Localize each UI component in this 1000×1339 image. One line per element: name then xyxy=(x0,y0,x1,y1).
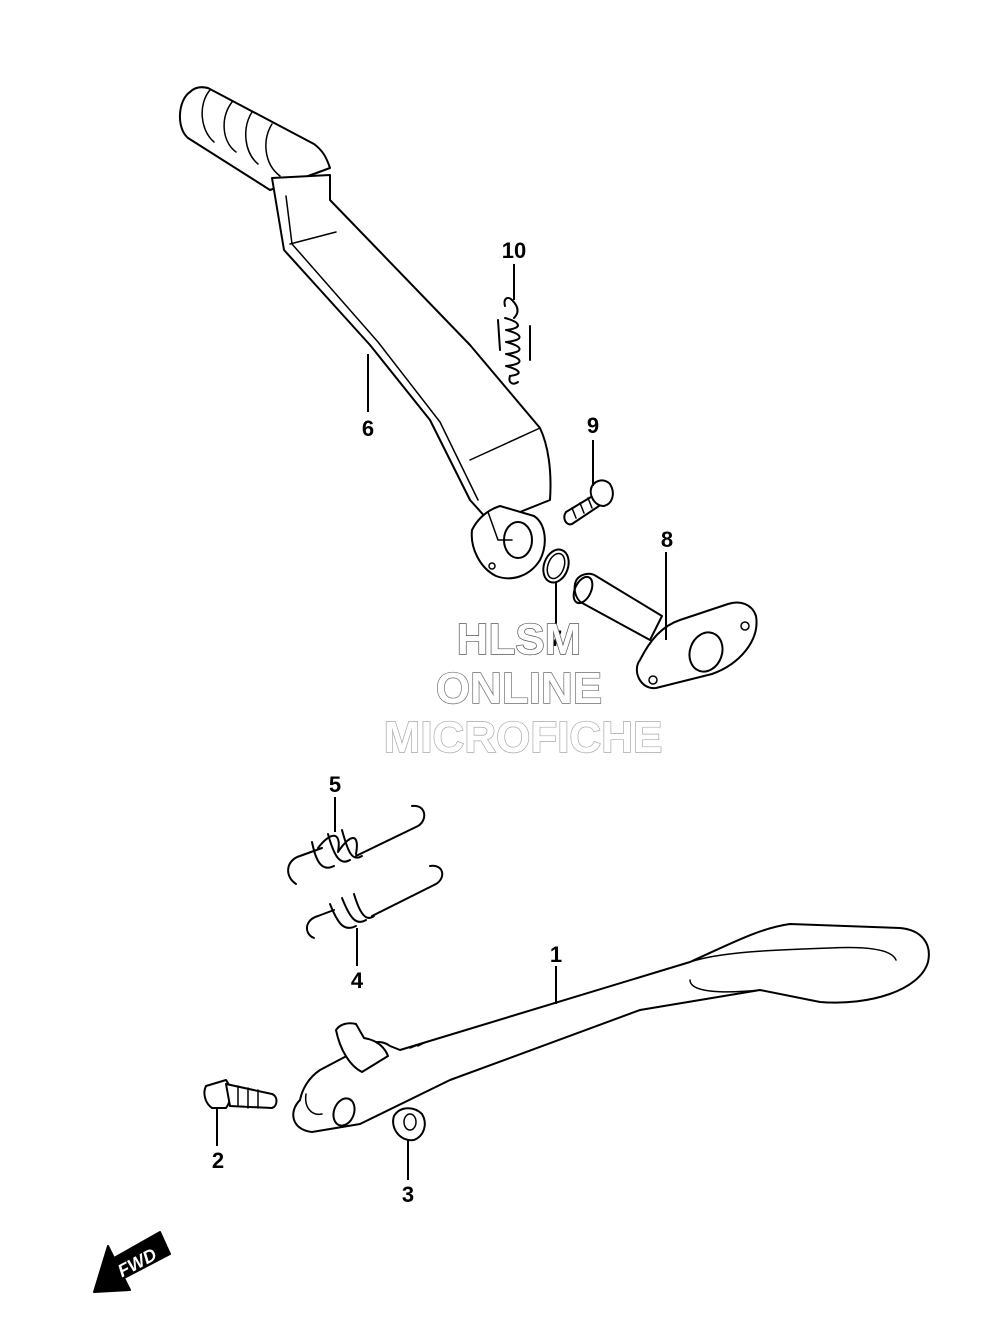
part-4-spring xyxy=(306,864,444,939)
callout-9: 9 xyxy=(587,413,599,438)
part-9-bolt xyxy=(563,479,614,526)
fwd-direction-arrow: FWD xyxy=(93,1231,171,1293)
watermark-line-2: ONLINE xyxy=(436,664,602,713)
part-8-shaft xyxy=(572,572,758,690)
part-2-bolt xyxy=(203,1079,278,1109)
watermark-line-1: HLSM xyxy=(457,615,582,664)
callout-3: 3 xyxy=(402,1182,414,1207)
part-6-lever xyxy=(179,86,552,580)
callout-6: 6 xyxy=(362,416,374,441)
callout-2: 2 xyxy=(212,1148,224,1173)
callout-7: 7 xyxy=(550,626,562,651)
part-3-nut xyxy=(392,1107,426,1142)
watermark-line-3: MICROFICHE xyxy=(384,713,663,762)
part-1-lever xyxy=(292,923,930,1133)
part-10-spring xyxy=(497,297,531,385)
callout-4: 4 xyxy=(351,968,364,993)
callout-1: 1 xyxy=(550,942,562,967)
callout-8: 8 xyxy=(661,527,673,552)
watermark: HLSM ONLINE MICROFICHE xyxy=(383,614,663,762)
callout-10: 10 xyxy=(502,238,526,263)
part-5-spring xyxy=(287,804,426,885)
part-7-washer xyxy=(542,548,570,584)
callout-5: 5 xyxy=(329,772,341,797)
fwd-arrow-icon xyxy=(93,1231,171,1293)
